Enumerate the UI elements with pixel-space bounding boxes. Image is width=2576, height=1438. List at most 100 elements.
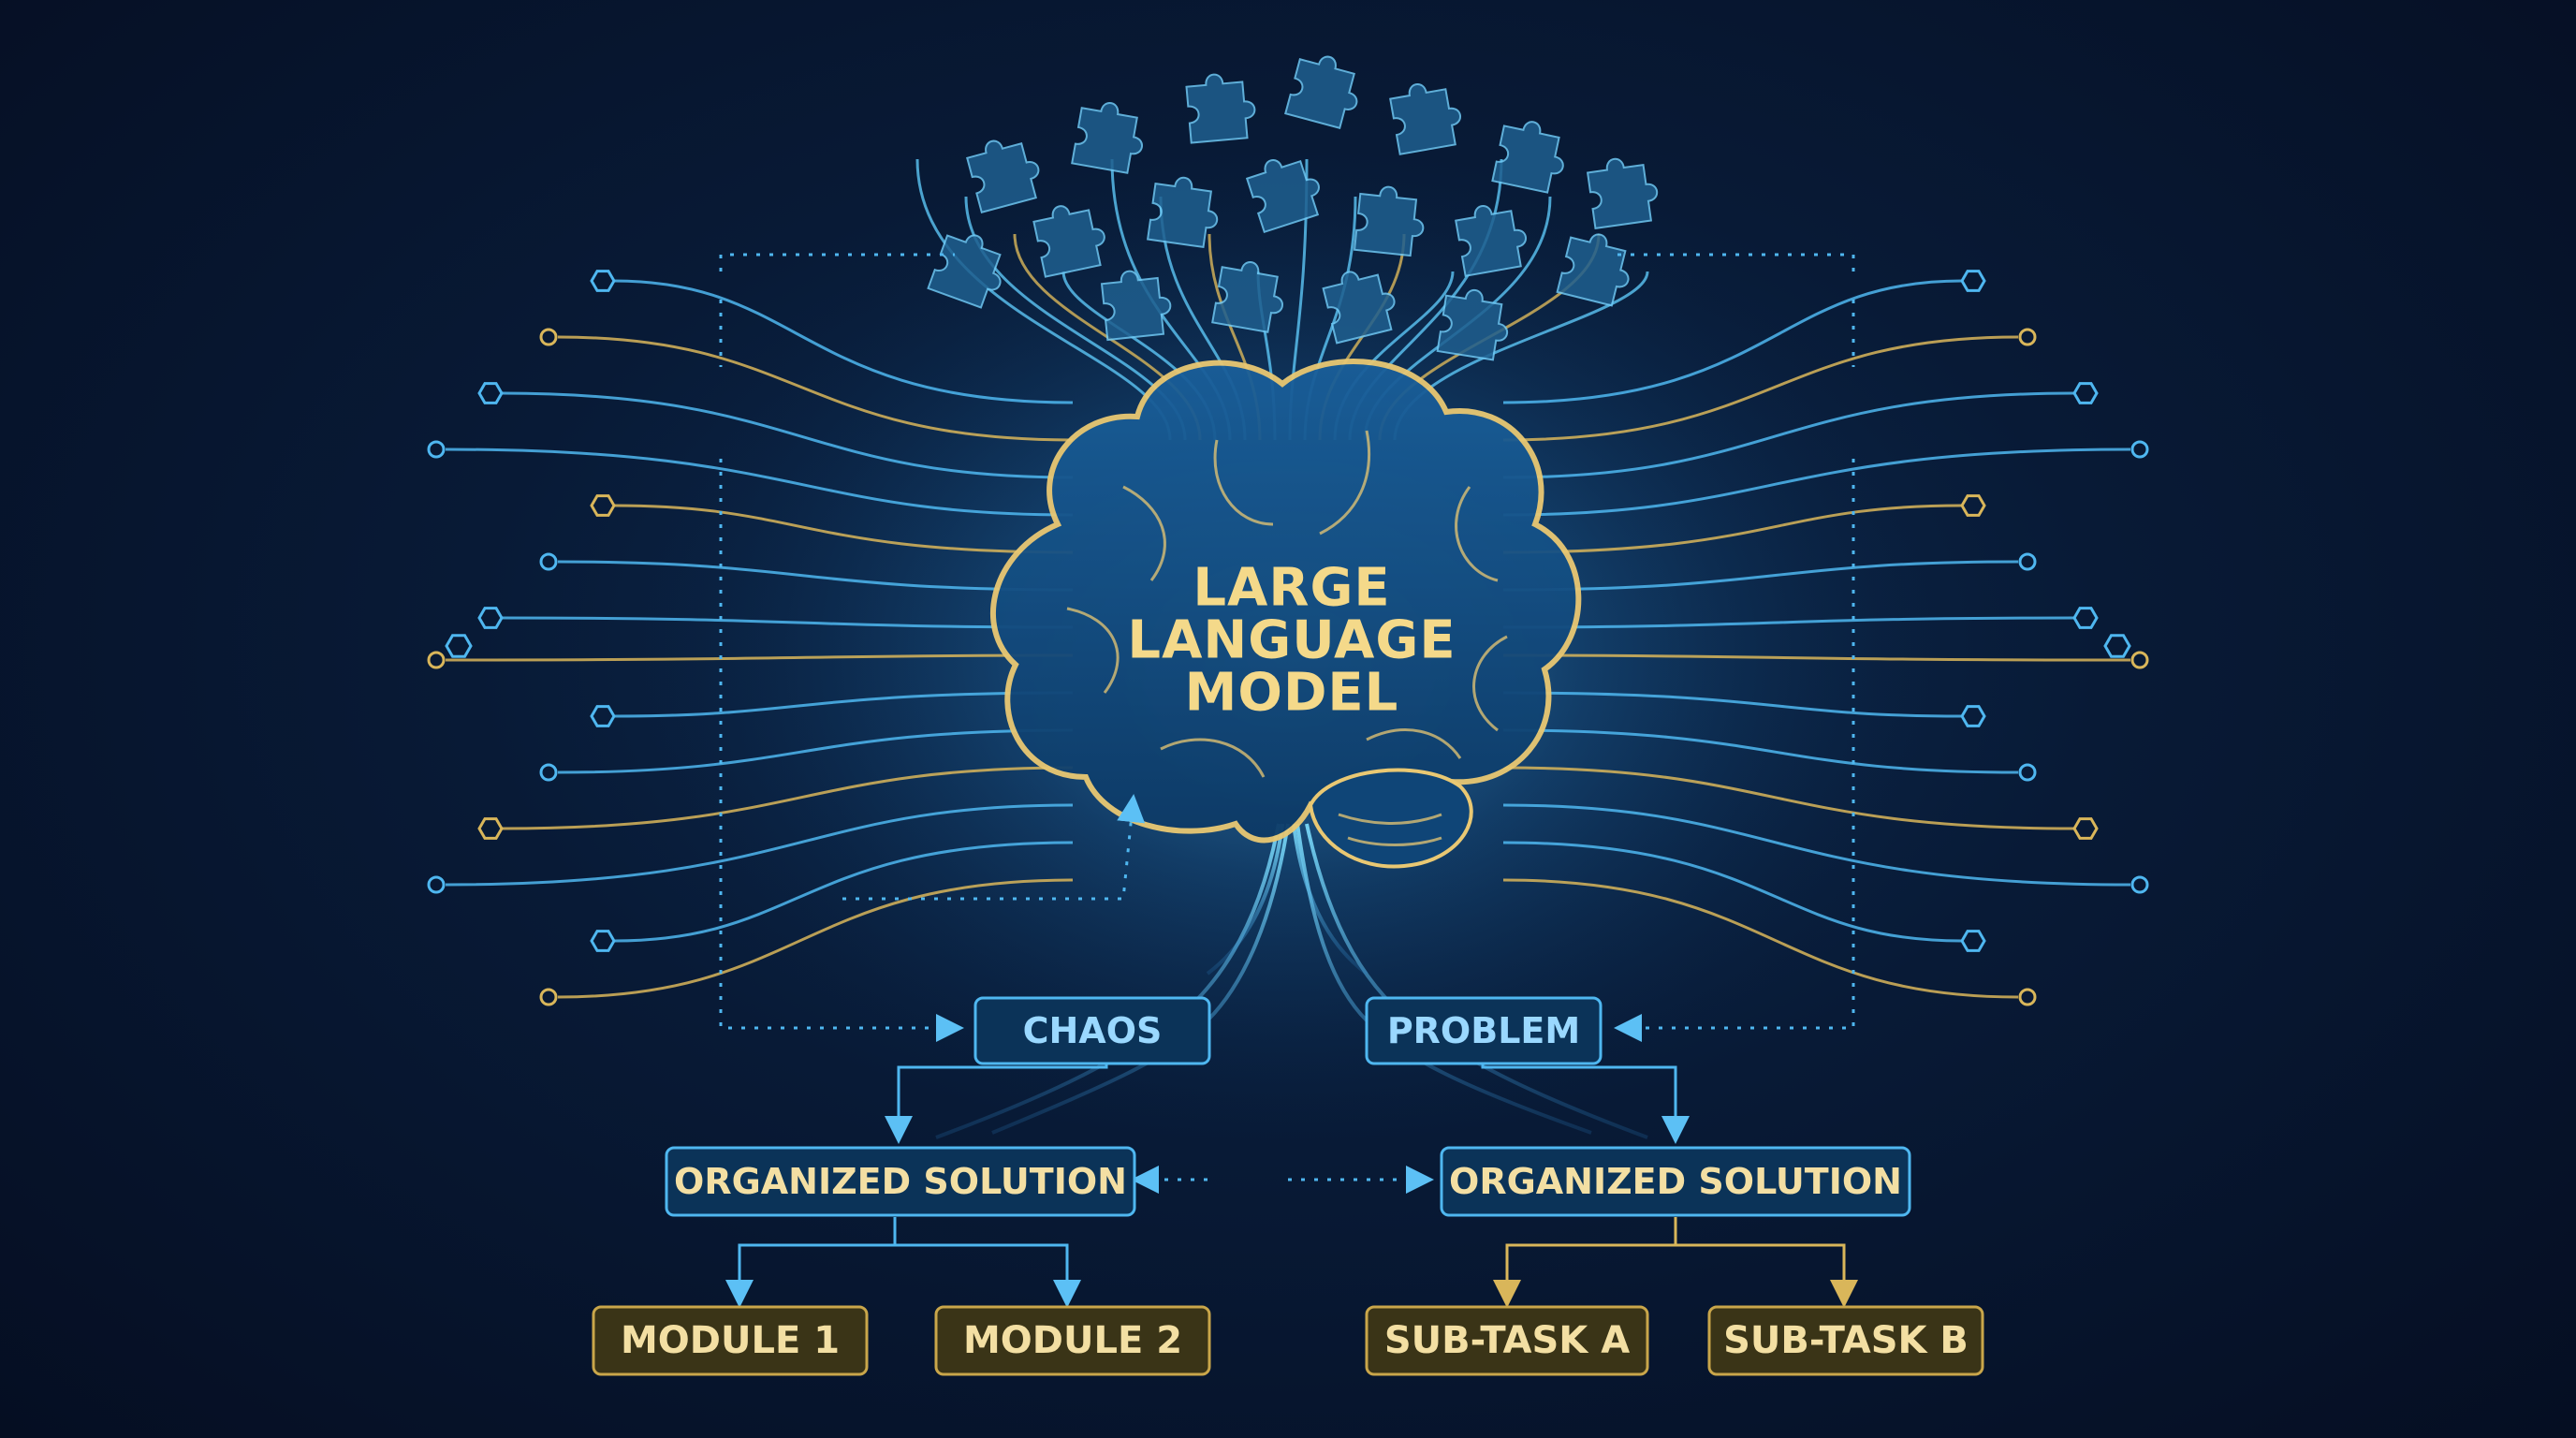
circuit-line [445, 803, 1074, 887]
circuit-node-icon [2018, 988, 2037, 1006]
circuit-line [613, 841, 1074, 943]
circuit-node-icon [427, 875, 446, 894]
circuit-node-icon [2072, 607, 2099, 629]
module-1-label: MODULE 1 [621, 1319, 840, 1362]
circuit-line [1502, 803, 2131, 887]
circuit-line [1502, 448, 2131, 517]
circuit-line [1502, 560, 2019, 592]
puzzle-pieces [927, 55, 1659, 361]
circuit-node-icon [427, 440, 446, 459]
organized-solution-left-label: ORGANIZED SOLUTION [674, 1161, 1127, 1202]
sub-task-b-label: SUB-TASK B [1723, 1319, 1969, 1362]
circuit-node-icon [477, 382, 504, 404]
puzzle-piece-icon [1586, 157, 1659, 230]
circuit-line [445, 653, 1074, 662]
circuit-node-icon [427, 651, 446, 669]
puzzle-piece-icon [1146, 176, 1219, 249]
organized-solution-left-node: ORGANIZED SOLUTION [665, 1146, 1136, 1217]
brain-label-line-3: MODEL [1185, 663, 1399, 724]
circuit-line [501, 616, 1074, 629]
flow-arrows-gold [1493, 1217, 1858, 1308]
sub-task-a-node: SUB-TASK A [1365, 1305, 1649, 1376]
sub-task-a-label: SUB-TASK A [1384, 1319, 1630, 1362]
circuit-node-icon [539, 763, 558, 782]
module-2-label: MODULE 2 [963, 1319, 1182, 1362]
puzzle-piece-icon [1032, 205, 1105, 278]
organized-solution-right-node: ORGANIZED SOLUTION [1440, 1146, 1911, 1217]
circuit-line [501, 391, 1074, 479]
circuit-node-icon [2130, 875, 2149, 894]
circuit-node-icon [445, 634, 473, 658]
circuit-line [1502, 878, 2019, 999]
circuit-line [445, 448, 1074, 517]
circuit-line [557, 560, 1074, 592]
puzzle-piece-icon [1491, 121, 1564, 194]
circuit-line [1502, 391, 2075, 479]
module-1-node: MODULE 1 [592, 1305, 869, 1376]
dotted-connectors [719, 253, 1855, 1194]
circuit-node-icon [2018, 328, 2037, 346]
circuit-node-icon [2072, 817, 2099, 840]
puzzle-piece-icon [1071, 102, 1143, 174]
circuit-line [1502, 841, 1963, 943]
circuit-line [557, 878, 1074, 999]
circuit-line [613, 504, 1074, 554]
puzzle-piece-icon [966, 139, 1040, 213]
circuit-line [1502, 335, 2019, 442]
puzzle-piece-icon [1389, 83, 1461, 155]
circuit-node-icon [2018, 552, 2037, 571]
brain-icon [990, 359, 1582, 869]
brain-label-line-1: LARGE [1193, 558, 1390, 619]
circuit-node-icon [590, 705, 616, 727]
circuit-node-icon [1960, 494, 1986, 517]
chaos-node: CHAOS [973, 996, 1211, 1065]
puzzle-piece-icon [1185, 73, 1256, 144]
circuit-line [557, 335, 1074, 442]
chaos-label: CHAOS [1023, 1010, 1163, 1051]
circuit-line [1502, 728, 2019, 774]
circuit-node-icon [590, 494, 616, 517]
circuit-line [501, 766, 1074, 830]
problem-node: PROBLEM [1365, 996, 1603, 1065]
puzzle-piece-icon [1556, 233, 1630, 307]
puzzle-piece-icon [1100, 270, 1172, 342]
circuit-node-icon [1960, 270, 1986, 292]
circuit-line [557, 728, 1074, 774]
circuit-node-icon [2018, 763, 2037, 782]
circuit-node-icon [590, 930, 616, 952]
circuit-lines [427, 270, 2149, 1006]
circuit-line [1502, 766, 2075, 830]
organized-solution-right-label: ORGANIZED SOLUTION [1449, 1161, 1902, 1202]
circuit-node-icon [1960, 930, 1986, 952]
circuit-line [1502, 279, 1963, 404]
circuit-node-icon [539, 552, 558, 571]
circuit-node-icon [2103, 634, 2131, 658]
puzzle-piece-icon [1245, 159, 1320, 234]
brain-label: LARGE LANGUAGE MODEL [1127, 558, 1456, 724]
problem-label: PROBLEM [1387, 1010, 1580, 1051]
circuit-line [1502, 691, 1963, 718]
circuit-node-icon [539, 328, 558, 346]
circuit-node-icon [539, 988, 558, 1006]
circuit-line [613, 279, 1074, 404]
circuit-node-icon [1960, 705, 1986, 727]
puzzle-piece-icon [1284, 55, 1358, 129]
puzzle-piece-icon [1211, 261, 1283, 333]
circuit-node-icon [477, 817, 504, 840]
circuit-line [1502, 616, 2075, 629]
circuit-node-icon [2130, 651, 2149, 669]
circuit-node-icon [477, 607, 504, 629]
circuit-line [613, 691, 1074, 718]
circuit-line [1502, 504, 1963, 554]
sub-task-b-node: SUB-TASK B [1707, 1305, 1984, 1376]
circuit-node-icon [2072, 382, 2099, 404]
puzzle-piece-icon [927, 234, 1002, 309]
puzzle-piece-icon [1322, 271, 1396, 345]
puzzle-piece-icon [1436, 288, 1509, 361]
puzzle-piece-icon [1455, 205, 1527, 277]
brain-label-line-2: LANGUAGE [1127, 610, 1456, 671]
circuit-node-icon [590, 270, 616, 292]
circuit-node-icon [2130, 440, 2149, 459]
puzzle-piece-icon [1353, 185, 1425, 257]
